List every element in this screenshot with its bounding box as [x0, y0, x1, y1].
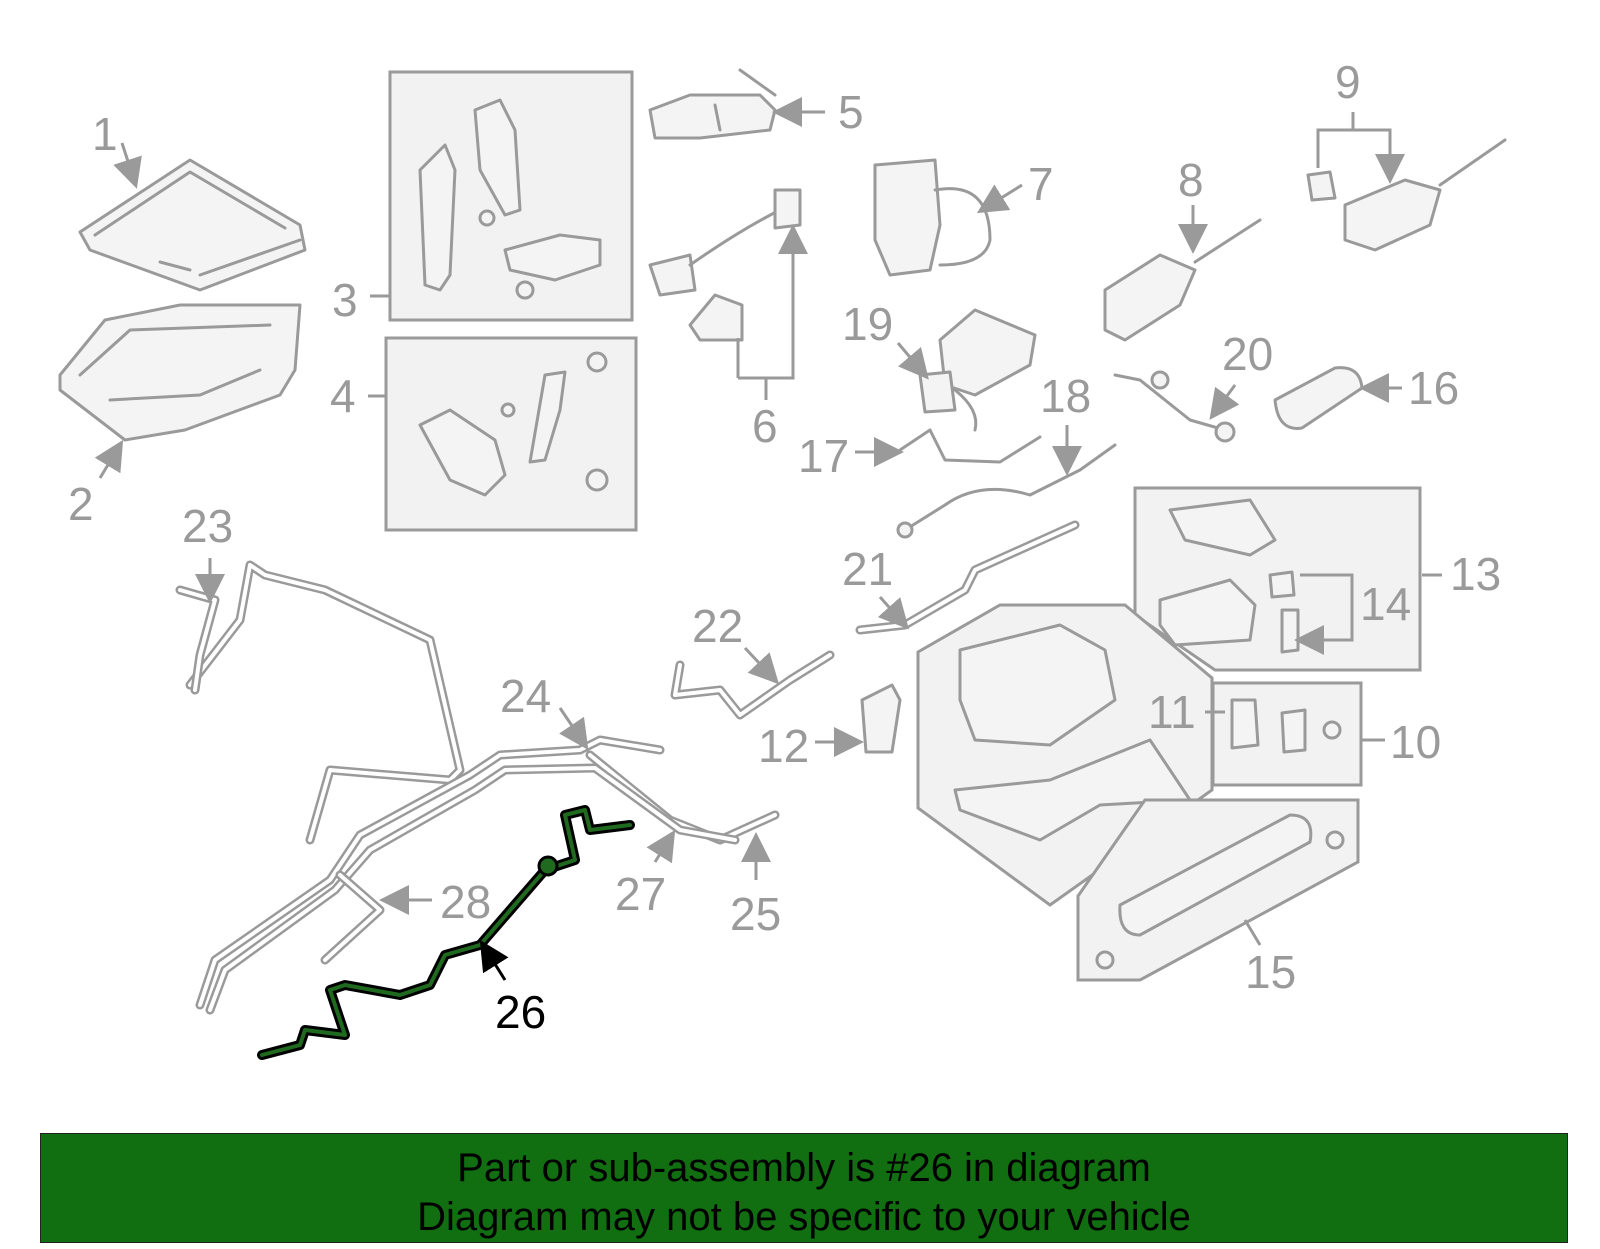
part-26-highlighted-line[interactable]: [257, 805, 635, 1060]
callout-9: 9: [1335, 56, 1361, 108]
callout-22: 22: [692, 600, 743, 652]
part-5-sensor[interactable]: [648, 68, 777, 140]
part-9-connector[interactable]: [1306, 138, 1507, 252]
callout-10: 10: [1390, 716, 1441, 768]
leader-21: [877, 596, 909, 630]
callout-15: 15: [1245, 946, 1296, 998]
callout-25: 25: [730, 888, 781, 940]
callout-2: 2: [68, 478, 94, 530]
leader-27: [646, 829, 676, 864]
callout-24: 24: [500, 670, 551, 722]
footer-line-1: Part or sub-assembly is #26 in diagram: [457, 1146, 1151, 1190]
callout-18: 18: [1040, 370, 1091, 422]
callout-23: 23: [182, 500, 233, 552]
part-10-mount-detail: [1230, 698, 1342, 754]
leader-24: [558, 707, 589, 750]
callout-27: 27: [615, 868, 666, 920]
callout-20: 20: [1222, 328, 1273, 380]
leader-19: [896, 342, 929, 380]
part-12-bracket[interactable]: [860, 683, 902, 754]
part-20-sensor[interactable]: [1113, 370, 1236, 443]
part-4-level-sensor-detail: [418, 351, 609, 497]
callout-4: 4: [330, 370, 356, 422]
callout-26: 26: [495, 986, 546, 1038]
callout-14: 14: [1360, 578, 1411, 630]
callout-8: 8: [1178, 154, 1204, 206]
leader-15: [1243, 919, 1262, 946]
part-6-wire-sensor[interactable]: [648, 188, 802, 342]
callout-11: 11: [1148, 686, 1196, 738]
leader-1: [113, 142, 142, 189]
footer-line-2: Diagram may not be specific to your vehi…: [417, 1195, 1191, 1239]
leader-14: [1300, 573, 1354, 640]
part-16-filter[interactable]: [1273, 366, 1364, 430]
part-13-valve-detail: [1158, 498, 1300, 654]
part-24-line-bundle[interactable]: [195, 735, 780, 1015]
callout-17: 17: [798, 430, 849, 482]
callout-7: 7: [1028, 158, 1054, 210]
leader-20: [1209, 384, 1240, 420]
leader-22: [743, 646, 780, 685]
part-18-sensor-wire[interactable]: [896, 443, 1117, 539]
callout-1: 1: [92, 108, 118, 160]
callout-6: 6: [752, 400, 778, 452]
part-2-mounting-bracket[interactable]: [58, 303, 302, 442]
callout-19: 19: [842, 298, 893, 350]
compressor-detail: [953, 623, 1192, 842]
part-7-valve[interactable]: [873, 158, 992, 277]
leader-26: [479, 939, 509, 981]
part-1-control-module[interactable]: [78, 158, 307, 292]
leader-6: [736, 230, 793, 380]
callout-13: 13: [1450, 548, 1501, 600]
callout-3: 3: [332, 274, 358, 326]
part-17-sensor-wire[interactable]: [898, 428, 1042, 464]
leader-9: [1316, 112, 1390, 178]
leader-7: [976, 183, 1023, 214]
callout-5: 5: [838, 86, 864, 138]
callout-21: 21: [842, 543, 893, 595]
footer-banner: Part or sub-assembly is #26 in diagram D…: [40, 1133, 1568, 1243]
callout-16: 16: [1408, 362, 1459, 414]
callout-12: 12: [758, 720, 809, 772]
leader-2: [94, 439, 124, 479]
part-3-level-sensor-detail: [418, 98, 602, 300]
callout-28: 28: [440, 876, 491, 928]
part-15-reservoir-detail: [1095, 813, 1345, 970]
part-8-connector[interactable]: [1103, 218, 1262, 342]
part-19-valve-block[interactable]: [918, 308, 1037, 432]
part-22-air-line[interactable]: [670, 650, 835, 720]
